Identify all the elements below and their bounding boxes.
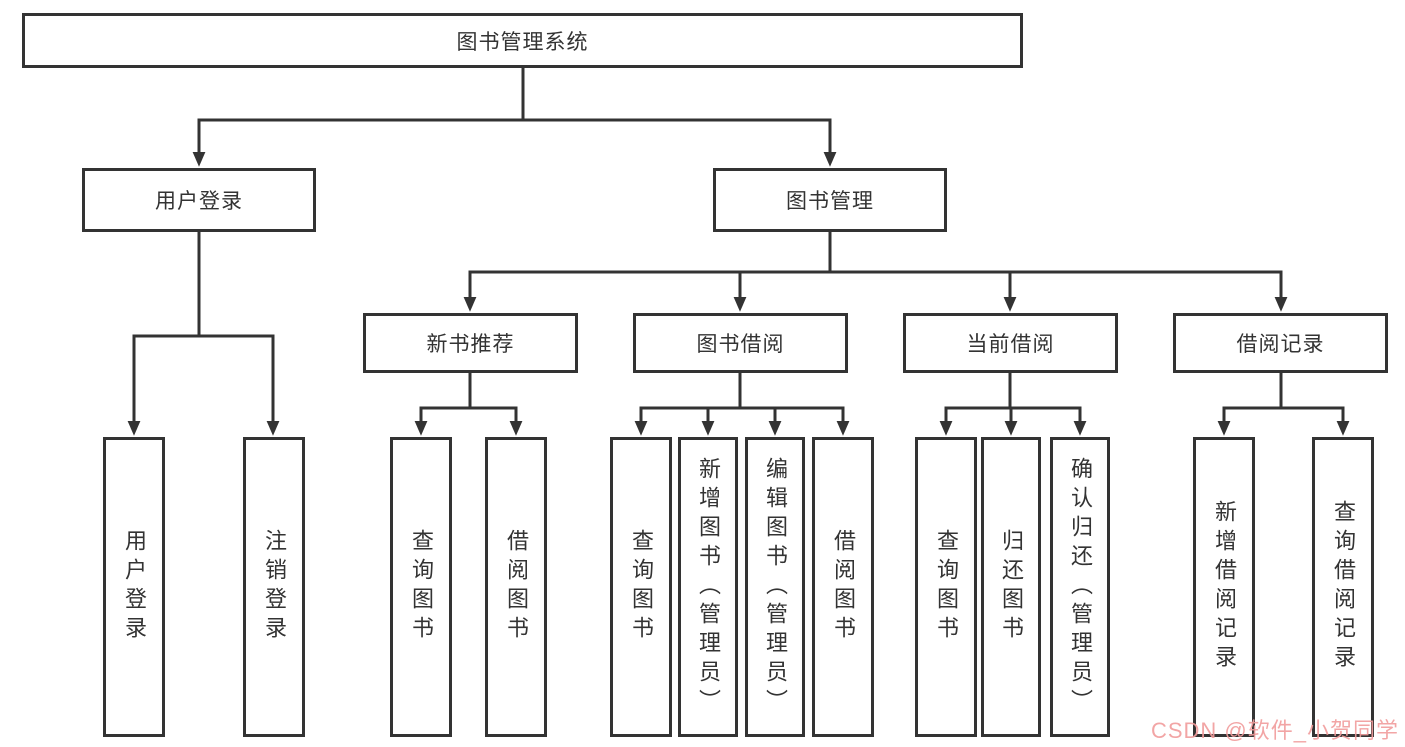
leaf-borrow-query-books: 查询图书 xyxy=(610,437,672,737)
node-new-book-recommend: 新书推荐 xyxy=(363,313,578,373)
leaf-newbook-query-books: 查询图书 xyxy=(390,437,452,737)
leaf-records-query-record: 查询借阅记录 xyxy=(1312,437,1374,737)
leaf-records-add-record: 新增借阅记录 xyxy=(1193,437,1255,737)
leaf-current-query-books: 查询图书 xyxy=(915,437,977,737)
leaf-current-confirm-return-admin: 确认归还（管理员） xyxy=(1050,437,1110,737)
node-book-management: 图书管理 xyxy=(713,168,947,232)
node-current-borrow: 当前借阅 xyxy=(903,313,1118,373)
leaf-borrow-borrow-books: 借阅图书 xyxy=(812,437,874,737)
node-root: 图书管理系统 xyxy=(22,13,1023,68)
leaf-logout: 注销登录 xyxy=(243,437,305,737)
leaf-user-login: 用户登录 xyxy=(103,437,165,737)
leaf-borrow-edit-books-admin: 编辑图书（管理员） xyxy=(745,437,805,737)
node-book-borrow: 图书借阅 xyxy=(633,313,848,373)
node-user-login: 用户登录 xyxy=(82,168,316,232)
node-borrow-records: 借阅记录 xyxy=(1173,313,1388,373)
leaf-newbook-borrow-books: 借阅图书 xyxy=(485,437,547,737)
csdn-watermark: CSDN @软件_小贺同学 xyxy=(1150,718,1399,743)
leaf-current-return-books: 归还图书 xyxy=(981,437,1041,737)
leaf-borrow-add-books-admin: 新增图书（管理员） xyxy=(678,437,738,737)
